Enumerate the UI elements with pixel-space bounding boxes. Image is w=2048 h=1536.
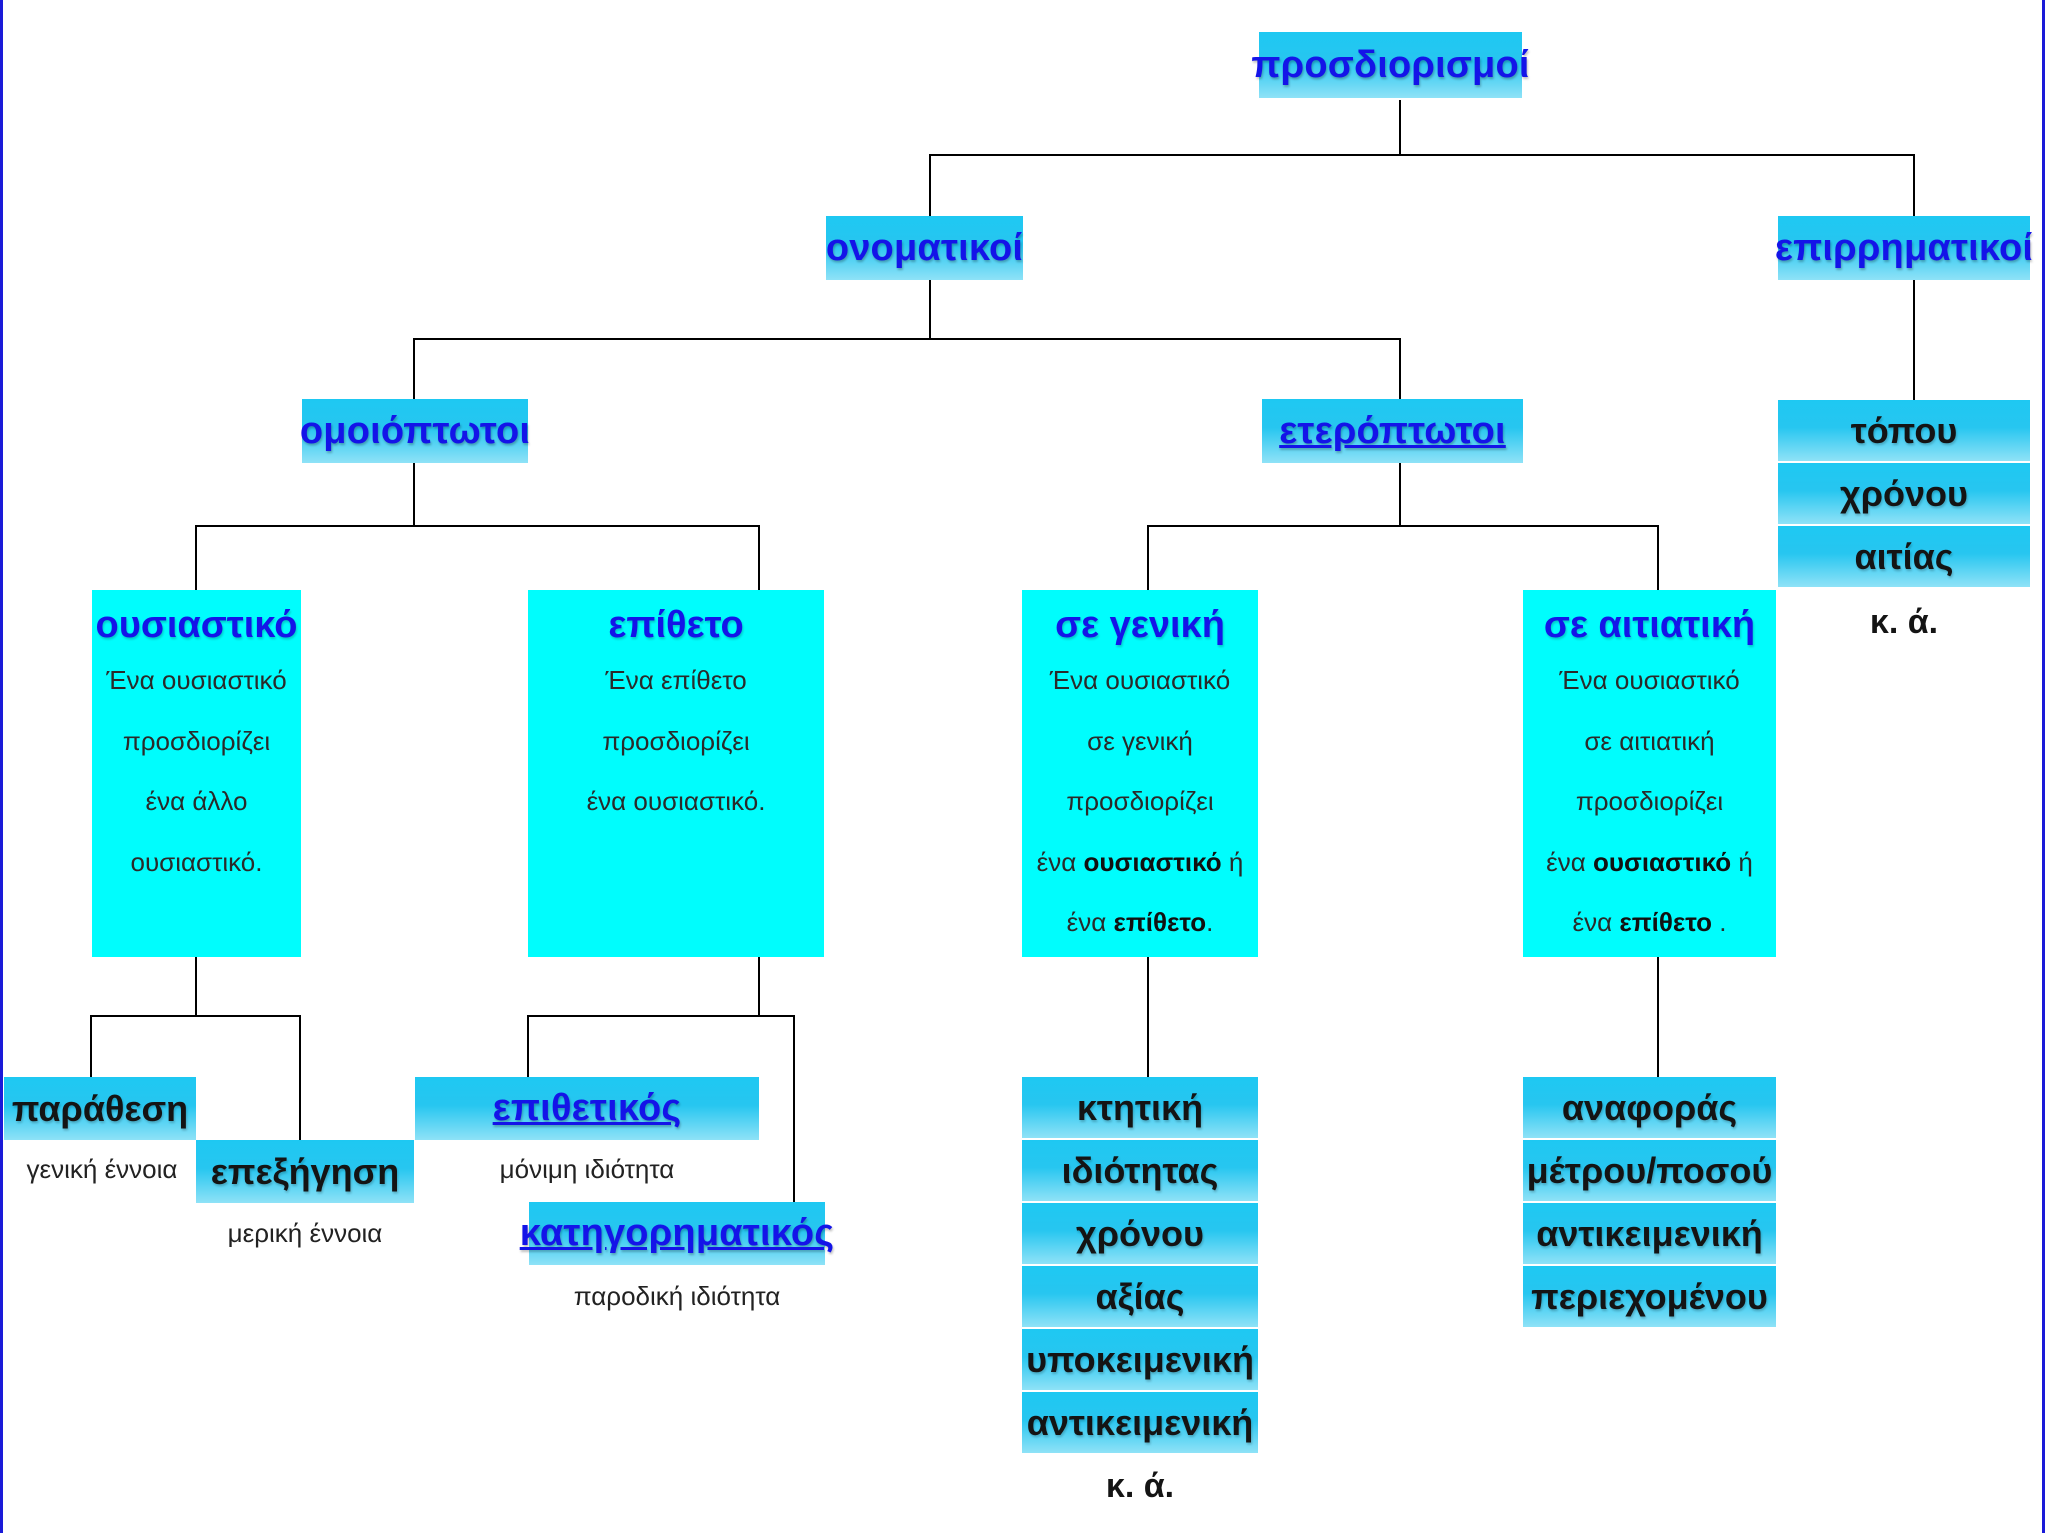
description-line: ουσιαστικό. xyxy=(130,846,263,877)
emphasis-text: ουσιαστικό xyxy=(1593,846,1732,877)
emphasis-text: ουσιαστικό xyxy=(1083,846,1222,877)
description-line: Ένα επίθετο xyxy=(605,665,747,695)
text-part: . xyxy=(1206,907,1214,937)
box-se-geniki: σε γενική Ένα ουσιαστικό σε γενική προσδ… xyxy=(1022,590,1258,957)
box-title: επίθετο xyxy=(608,604,744,646)
description-line: σε γενική xyxy=(1087,725,1193,756)
description-line: Ένα ουσιαστικό xyxy=(106,665,287,695)
text-part: ή xyxy=(1731,846,1753,877)
list-item: τόπου xyxy=(1778,400,2030,463)
connector-onomatikoi-children xyxy=(413,338,1401,400)
box-ousiastiko: ουσιαστικό Ένα ουσιαστικό προσδιορίζει έ… xyxy=(92,590,301,957)
list-item: αξίας xyxy=(1022,1266,1258,1329)
description-line: Ένα ουσιαστικό xyxy=(1049,665,1231,695)
description-line: ένα άλλο xyxy=(145,786,248,816)
list-item: ιδιότητας xyxy=(1022,1140,1258,1203)
node-epexigisi: επεξήγηση xyxy=(196,1140,414,1203)
box-description: Ένα επίθετο προσδιορίζει ένα ουσιαστικό. xyxy=(587,650,766,832)
description-line: προσδιορίζει xyxy=(122,725,271,756)
description-line: προσδιορίζει xyxy=(1066,786,1214,816)
aitiatiki-list: αναφοράς μέτρου/ποσού αντικειμενική περι… xyxy=(1523,1077,1776,1329)
text-part: . xyxy=(1712,907,1727,937)
list-item: χρόνου xyxy=(1022,1203,1258,1266)
node-katigorimatikos[interactable]: κατηγορηματικός xyxy=(520,1202,834,1265)
box-description: Ένα ουσιαστικό προσδιορίζει ένα άλλο ουσ… xyxy=(106,650,286,892)
node-eteroptotoi[interactable]: ετερόπτωτοι xyxy=(1262,399,1523,463)
connector-epitheto-children xyxy=(527,1015,795,1202)
list-item: περιεχομένου xyxy=(1523,1266,1776,1329)
emphasis-text: επίθετο xyxy=(1113,907,1207,937)
connector-root-children xyxy=(929,154,1915,218)
node-onomatikoi: ονοματικοί xyxy=(826,216,1023,280)
node-parathesi: παράθεση xyxy=(4,1077,196,1140)
geniki-list: κτητική ιδιότητας χρόνου αξίας υποκειμεν… xyxy=(1022,1077,1258,1455)
description-line: ένα ουσιαστικό. xyxy=(586,786,766,816)
list-item: υποκειμενική xyxy=(1022,1329,1258,1392)
parathesi-note: γενική έννοια xyxy=(26,1154,178,1184)
text-part: ή xyxy=(1221,846,1244,877)
box-title: ουσιαστικό xyxy=(95,604,298,646)
box-description: Ένα ουσιαστικό σε γενική προσδιορίζει έν… xyxy=(1037,650,1244,953)
box-se-aitiatiki: σε αιτιατική Ένα ουσιαστικό σε αιτιατική… xyxy=(1523,590,1776,957)
list-item: χρόνου xyxy=(1778,463,2030,526)
epirrimatikoi-list: τόπου χρόνου αιτίας xyxy=(1778,400,2030,589)
epirrimatikoi-etc: κ. ά. xyxy=(1869,603,1939,641)
epexigisi-note: μερική έννοια xyxy=(227,1218,383,1248)
katigorimatikos-note: παροδική ιδιότητα xyxy=(573,1281,781,1311)
box-epitheto: επίθετο Ένα επίθετο προσδιορίζει ένα ουσ… xyxy=(528,590,824,957)
node-epirrimatikoi: επιρρηματικοί xyxy=(1775,216,2033,280)
emphasis-text: επίθετο xyxy=(1619,907,1713,937)
list-item: αντικειμενική xyxy=(1523,1203,1776,1266)
box-title: σε αιτιατική xyxy=(1543,604,1756,646)
box-title: σε γενική xyxy=(1055,604,1225,646)
list-item: κτητική xyxy=(1022,1077,1258,1140)
list-item: μέτρου/ποσού xyxy=(1523,1140,1776,1203)
description-line: προσδιορίζει xyxy=(1575,786,1724,816)
description-line: σε αιτιατική xyxy=(1584,725,1715,756)
text-part: ένα xyxy=(1572,907,1620,937)
epithetikos-note: μόνιμη ιδιότητα xyxy=(499,1154,675,1184)
description-line: ένα ουσιαστικό ή xyxy=(1037,832,1244,893)
description-line: ένα ουσιαστικό ή xyxy=(1546,832,1753,893)
connector-eteroptotoi-children xyxy=(1147,525,1659,590)
description-line: προσδιορίζει xyxy=(602,725,750,756)
node-epithetikos[interactable]: επιθετικός xyxy=(415,1077,759,1140)
description-line: ένα επίθετο. xyxy=(1037,892,1244,953)
connector-omoioptotoi-children xyxy=(195,525,760,590)
geniki-etc: κ. ά. xyxy=(1105,1467,1175,1505)
description-line: ένα επίθετο . xyxy=(1546,892,1753,953)
text-part: ένα xyxy=(1546,846,1594,877)
node-prosdiorismoi: προσδιορισμοί xyxy=(1251,32,1529,98)
connector-ousiastiko-children xyxy=(90,1015,301,1140)
list-item: αιτίας xyxy=(1778,526,2030,589)
text-part: ένα xyxy=(1036,846,1084,877)
box-description: Ένα ουσιαστικό σε αιτιατική προσδιορίζει… xyxy=(1546,650,1753,953)
node-omoioptotoi: ομοιόπτωτοι xyxy=(300,399,530,463)
list-item: αντικειμενική xyxy=(1022,1392,1258,1455)
list-item: αναφοράς xyxy=(1523,1077,1776,1140)
text-part: ένα xyxy=(1066,907,1114,937)
description-line: Ένα ουσιαστικό xyxy=(1559,665,1740,695)
